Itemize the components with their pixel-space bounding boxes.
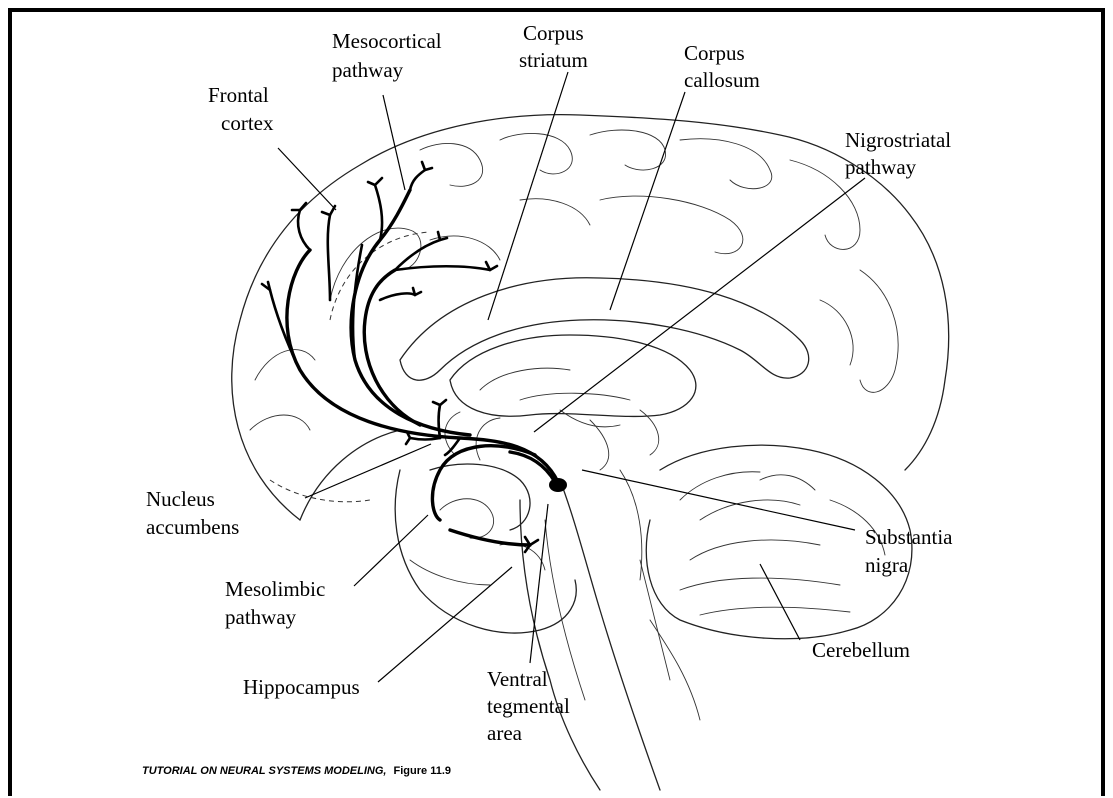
- ventral-tegmental-area-label: Ventral tegmental area: [487, 667, 575, 745]
- nucleus-accumbens-label: Nucleus accumbens: [146, 487, 239, 539]
- labels: Frontal cortex Mesocortical pathway Corp…: [146, 21, 958, 745]
- cerebellum-label: Cerebellum: [812, 638, 910, 662]
- corpus-striatum-label: Corpus striatum: [519, 21, 589, 72]
- hippocampus-label: Hippocampus: [243, 675, 360, 699]
- substantia-nigra-label: Substantia nigra: [865, 525, 958, 577]
- frontal-cortex-label: Frontal cortex: [208, 83, 274, 135]
- vta-node: [549, 478, 567, 492]
- corpus-callosum-label: Corpus callosum: [684, 41, 760, 92]
- nigrostriatal-pathway-label: Nigrostriatal pathway: [845, 128, 956, 179]
- mesocortical-pathway-label: Mesocortical pathway: [332, 29, 447, 82]
- mesolimbic-pathway-label: Mesolimbic pathway: [225, 577, 331, 629]
- caption-figure-number: Figure 11.9: [394, 765, 451, 777]
- dopamine-pathways: [262, 162, 567, 552]
- caption-title: TUTORIAL ON NEURAL SYSTEMS MODELING,: [142, 765, 386, 777]
- figure-caption: TUTORIAL ON NEURAL SYSTEMS MODELING, Fig…: [142, 765, 451, 777]
